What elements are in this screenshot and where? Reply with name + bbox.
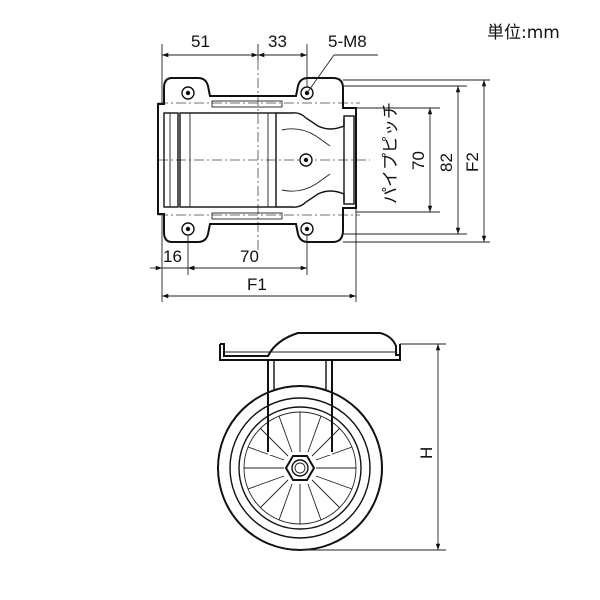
dim-51-label: 51 [191,32,210,51]
side-view-caster [217,332,401,551]
dim-f1-label: F1 [247,275,267,294]
dim-f2-label: F2 [463,152,482,172]
bolt-hole-bottom-left [181,222,195,236]
bolt-hole-bottom-right [300,222,314,236]
left-flange [163,112,179,208]
inner-plate [179,112,277,208]
unit-label: 単位:mm [487,23,560,43]
dim-33-label: 33 [268,32,287,51]
dim-70-vertical-label: 70 [409,151,428,170]
dim-h-label: H [417,447,436,459]
dim-70-bottom-label: 70 [240,247,259,266]
bolt-hole-top-left [181,86,195,100]
side-top-plate [219,332,401,361]
dim-82-label: 82 [437,153,456,172]
top-view-plate [157,60,370,250]
pipe-pitch-label: パイプピッチ [381,102,400,204]
dim-16-label: 16 [163,247,182,266]
dim-bolt-label: 5-M8 [328,32,367,51]
right-hook-bracket [276,112,345,208]
right-dimensions: パイプピッチ 70 82 F2 [343,79,490,243]
bottom-dimensions: 16 70 F1 [150,208,357,302]
plate-outline [157,77,357,243]
wheel-spokes [244,412,356,524]
top-dimensions: 51 33 5-M8 [161,32,378,104]
height-dimension: H [300,343,446,551]
bolt-hole-center [299,153,313,167]
